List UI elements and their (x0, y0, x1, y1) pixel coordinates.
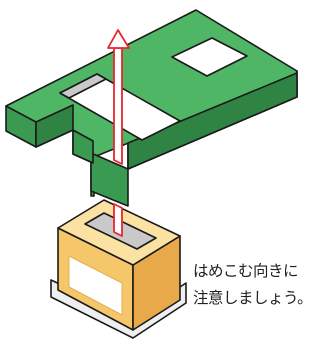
arrow-shaft-upper (113, 47, 123, 165)
green-board (5, 9, 298, 207)
board-front-block-front (90, 152, 129, 207)
board-right-thickness (127, 72, 298, 170)
board-notch (72, 129, 94, 164)
box-label-panel (68, 255, 123, 316)
caption-line-1: はめこむ向きに (193, 262, 299, 280)
caption-line-2: 注意しましょう。 (193, 289, 313, 307)
board-square-opening (171, 37, 248, 77)
arrow-head (107, 29, 130, 49)
board-slot (59, 73, 107, 99)
arrow-shaft-lower (113, 203, 123, 237)
box-tray (50, 279, 187, 339)
installation-caption: はめこむ向きに 注意しましょう。 (193, 258, 331, 312)
up-arrow-icon (107, 29, 130, 237)
